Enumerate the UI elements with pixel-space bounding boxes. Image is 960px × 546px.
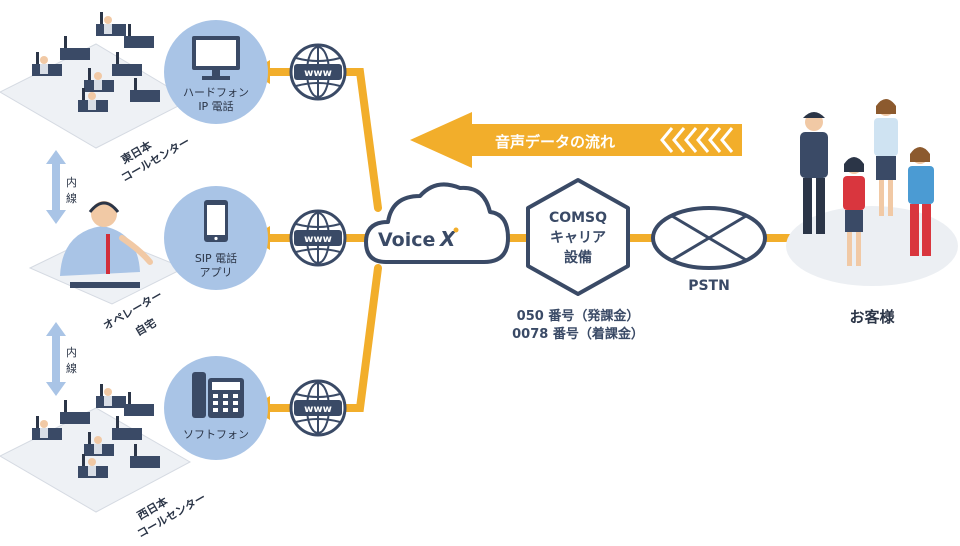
customer-woman-blue bbox=[874, 99, 898, 216]
pstn-node: PSTN bbox=[651, 206, 767, 294]
home-site-line2: 自宅 bbox=[133, 315, 159, 338]
east-call-center: 東日本 コールセンター bbox=[0, 12, 192, 185]
sip-app-node: SIP 電話 アプリ bbox=[164, 186, 268, 290]
hardphone-label-line2: IP 電話 bbox=[198, 99, 233, 113]
hardphone-label-line1: ハードフォン bbox=[183, 86, 249, 99]
voicex-mark: X bbox=[438, 227, 457, 251]
globe-east: www bbox=[289, 43, 347, 101]
flow-label: 音声データの流れ bbox=[495, 133, 615, 151]
pstn-label: PSTN bbox=[688, 278, 730, 294]
sip-label-line1: SIP 電話 bbox=[195, 251, 237, 265]
extension-link-lower: 内 線 bbox=[46, 322, 77, 396]
numbers-line2: 0078 番号（着課金） bbox=[512, 326, 644, 342]
voicex-brand: Voice bbox=[378, 229, 435, 251]
extension-link-upper: 内 線 bbox=[46, 150, 77, 224]
globe-home-label: www bbox=[304, 234, 332, 245]
globe-home: www bbox=[289, 209, 347, 267]
numbers-line1: 050 番号（発課金） bbox=[517, 308, 640, 324]
voice-data-flow-arrow: 音声データの流れ bbox=[410, 112, 742, 168]
extension-label-lower-2: 線 bbox=[66, 361, 77, 375]
desk-phone-icon bbox=[192, 372, 244, 418]
carrier-line2: キャリア bbox=[550, 230, 606, 246]
softphone-label: ソフトフォン bbox=[183, 428, 249, 441]
carrier-line3: 設備 bbox=[564, 249, 592, 266]
operator-home: オペレーター 自宅 bbox=[28, 201, 186, 339]
extension-label-lower-1: 内 bbox=[66, 345, 77, 359]
carrier-line1: COMSQ bbox=[549, 210, 607, 226]
customers-group: お客様 bbox=[786, 99, 958, 326]
hardphone-node: ハードフォン IP 電話 bbox=[164, 20, 268, 124]
voicex-dot-icon bbox=[453, 227, 459, 233]
monitor-icon bbox=[192, 36, 240, 80]
smartphone-icon bbox=[204, 200, 228, 242]
customers-label: お客様 bbox=[849, 308, 895, 326]
globe-east-label: www bbox=[304, 68, 332, 79]
customer-woman-teal bbox=[908, 147, 934, 256]
extension-label-upper-1: 内 bbox=[66, 175, 77, 189]
voicex-cloud: Voice X bbox=[364, 182, 510, 264]
softphone-node: ソフトフォン bbox=[164, 356, 268, 460]
extension-label-upper-2: 線 bbox=[66, 191, 77, 205]
comsq-carrier: COMSQ キャリア 設備 bbox=[526, 178, 630, 296]
sip-label-line2: アプリ bbox=[200, 266, 233, 279]
customer-man bbox=[800, 112, 828, 234]
globe-west-label: www bbox=[304, 404, 332, 415]
customer-woman-red bbox=[843, 157, 865, 266]
globe-west: www bbox=[289, 379, 347, 437]
